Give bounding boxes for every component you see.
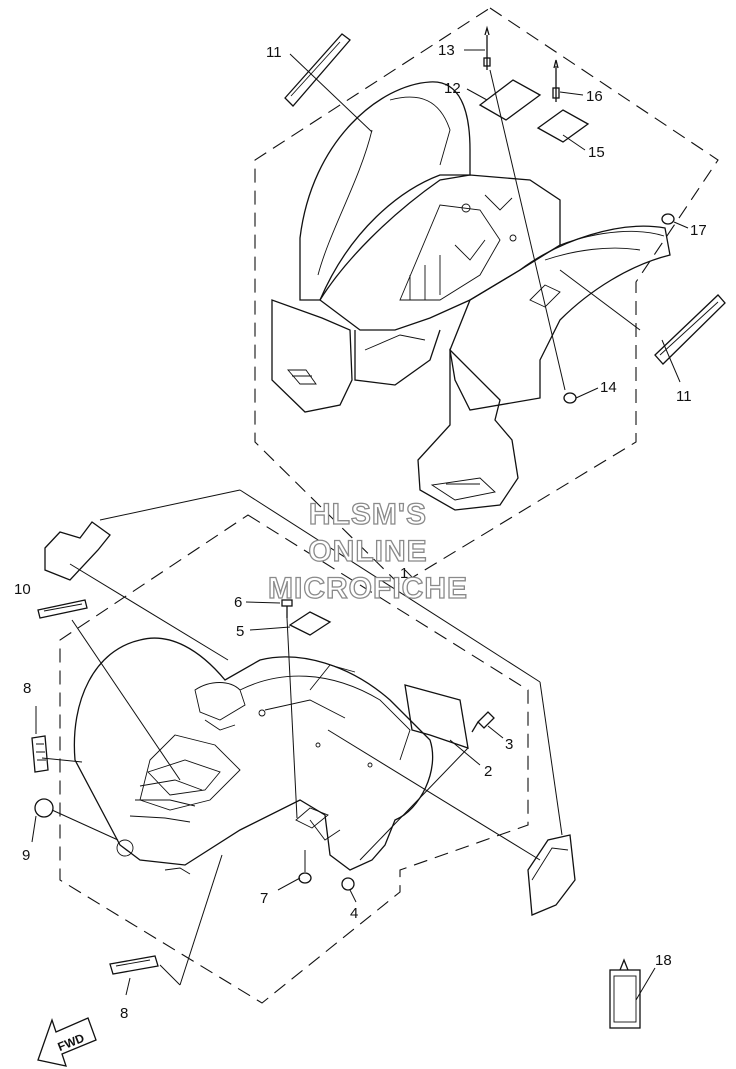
front-fender-body bbox=[73, 637, 434, 875]
callout-8-left: 8 bbox=[23, 680, 31, 697]
grommet-17 bbox=[661, 213, 675, 225]
grommet-14 bbox=[563, 392, 577, 404]
callout-4: 4 bbox=[350, 905, 358, 922]
watermark-line-3: MICROFICHE bbox=[268, 572, 468, 605]
callout-8-bottom: 8 bbox=[120, 1005, 128, 1022]
callout-12: 12 bbox=[444, 80, 461, 97]
callout-10: 10 bbox=[14, 581, 31, 598]
watermark-line-2: ONLINE bbox=[308, 535, 427, 568]
callout-11-upper: 11 bbox=[266, 44, 282, 61]
plate-2 bbox=[404, 684, 469, 749]
callout-2: 2 bbox=[484, 763, 492, 780]
callout-7: 7 bbox=[260, 890, 268, 907]
fwd-arrow: FWD bbox=[37, 1017, 97, 1067]
washer-4 bbox=[341, 877, 355, 891]
callout-labels: 1 2 3 4 5 6 7 8 8 9 10 11 11 12 13 14 15… bbox=[14, 42, 707, 1022]
callout-3: 3 bbox=[505, 736, 513, 753]
pin-13 bbox=[483, 25, 491, 70]
callout-11-right: 11 bbox=[676, 388, 692, 405]
callout-13: 13 bbox=[438, 42, 455, 59]
plate-12 bbox=[478, 79, 542, 121]
decal-strip-upper bbox=[284, 33, 351, 107]
front-fender-group-boundary bbox=[59, 514, 529, 1004]
tag-18 bbox=[609, 958, 641, 1029]
warning-label bbox=[44, 521, 111, 581]
front-fender-parts bbox=[31, 521, 576, 975]
callout-14: 14 bbox=[600, 379, 617, 396]
watermark-line-1: HLSM'S bbox=[309, 498, 427, 531]
leader-lines bbox=[31, 49, 689, 1001]
rear-fender-body bbox=[271, 81, 671, 511]
screw-6 bbox=[281, 599, 293, 618]
decal-strip-right bbox=[654, 294, 726, 365]
decal-right-front bbox=[527, 834, 576, 916]
rear-fender-parts bbox=[284, 25, 726, 404]
grommet-7 bbox=[298, 872, 312, 884]
plate-15 bbox=[536, 109, 590, 143]
callout-15: 15 bbox=[588, 144, 605, 161]
decal-8-bottom bbox=[109, 955, 159, 975]
plate-5 bbox=[288, 611, 332, 636]
callout-16: 16 bbox=[586, 88, 603, 105]
watermark: HLSM'S ONLINE MICROFICHE bbox=[267, 497, 468, 605]
decal-8-left bbox=[31, 735, 49, 773]
rear-fender-group-boundary bbox=[254, 7, 719, 586]
callout-17: 17 bbox=[690, 222, 707, 239]
callout-6: 6 bbox=[234, 594, 242, 611]
callout-5: 5 bbox=[236, 623, 244, 640]
pin-16 bbox=[552, 59, 560, 102]
screw-3 bbox=[471, 711, 495, 733]
callout-1: 1 bbox=[400, 565, 408, 582]
decal-10 bbox=[37, 599, 88, 619]
callout-18: 18 bbox=[655, 952, 672, 969]
callout-9: 9 bbox=[22, 847, 30, 864]
reflector-9 bbox=[34, 798, 54, 818]
